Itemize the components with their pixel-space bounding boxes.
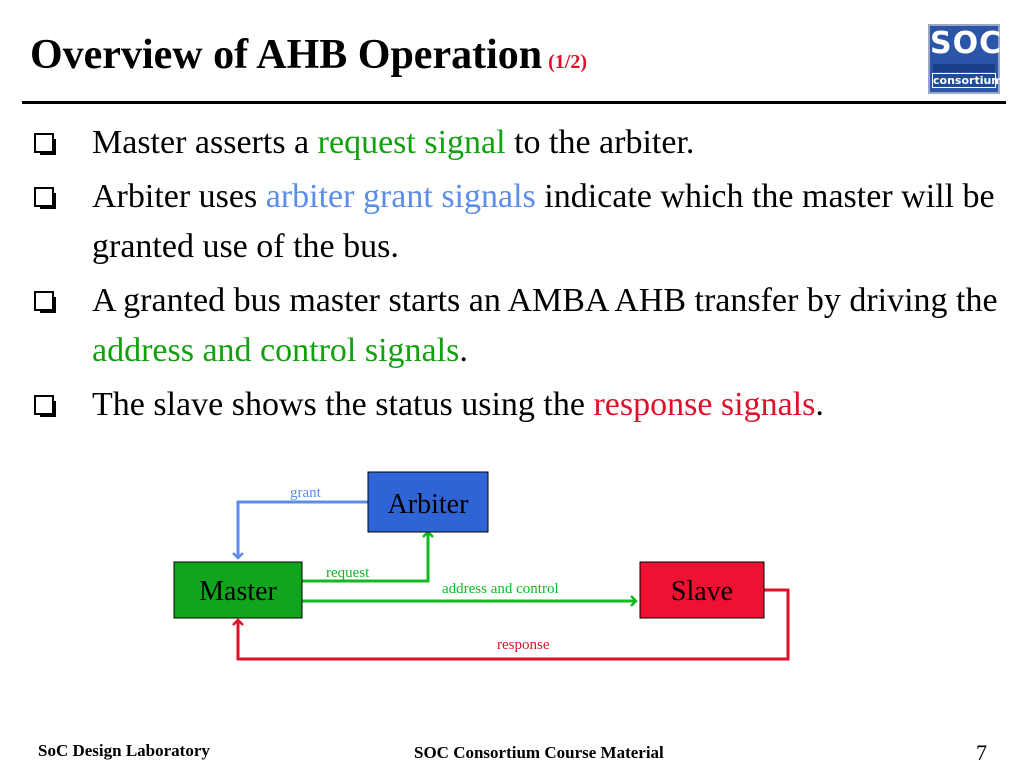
footer-course: SOC Consortium Course Material [414, 743, 664, 762]
bullet-item: Arbiter uses arbiter grant signals indic… [30, 172, 1010, 272]
bullet-item: The slave shows the status using the res… [30, 380, 1010, 430]
highlighted-term: request signal [317, 124, 506, 161]
highlighted-term: address and control signals [92, 332, 460, 369]
title-rule [22, 101, 1006, 104]
bullet-text: indicate which the master will be grante… [92, 178, 995, 265]
slide-title-text: Overview of AHB Operation [30, 32, 543, 78]
slide-title: Overview of AHB Operation(1/2) [30, 34, 587, 76]
bullet-item: A granted bus master starts an AMBA AHB … [30, 276, 1010, 376]
ahb-diagram: grant request address and control respon… [173, 471, 790, 661]
bullet-text: Master asserts a [92, 124, 318, 161]
soc-consortium-logo: SOC consortium [928, 24, 1003, 94]
logo-band [933, 64, 995, 72]
slave-label: Slave [671, 576, 733, 607]
checkbox-bullet-icon [34, 187, 56, 209]
checkbox-bullet-icon [34, 291, 56, 313]
response-label: response [497, 637, 550, 653]
checkbox-bullet-icon [34, 395, 56, 417]
address-control-label: address and control [442, 581, 559, 597]
request-line [302, 530, 434, 583]
logo-sub-text: consortium [932, 73, 1003, 88]
bullet-text: The slave shows the status using the [92, 386, 594, 423]
footer-lab: SoC Design Laboratory [38, 741, 210, 760]
bullet-text: . [459, 332, 468, 369]
highlighted-term: arbiter grant signals [265, 178, 536, 215]
slide-title-sub: (1/2) [548, 51, 587, 73]
checkbox-bullet-icon [34, 133, 56, 155]
grant-label: grant [290, 485, 322, 501]
grant-line [232, 500, 368, 560]
master-box [173, 561, 303, 619]
response-line [232, 588, 790, 661]
bullet-text: Arbiter uses [92, 178, 266, 215]
request-label: request [326, 565, 370, 581]
bullet-text: A granted bus master starts an AMBA AHB … [92, 282, 998, 319]
arbiter-label: Arbiter [388, 489, 470, 520]
slave-box [639, 561, 765, 619]
page-number: 7 [976, 740, 987, 765]
arbiter-box [367, 471, 489, 533]
master-label: Master [199, 576, 277, 607]
logo-main-text: SOC [930, 26, 1003, 61]
bullet-text: . [815, 386, 824, 423]
bullet-item: Master asserts a request signal to the a… [30, 118, 1010, 168]
bullet-list: Master asserts a request signal to the a… [30, 118, 1010, 434]
highlighted-term: response signals [593, 386, 816, 423]
bullet-text: to the arbiter. [505, 124, 695, 161]
